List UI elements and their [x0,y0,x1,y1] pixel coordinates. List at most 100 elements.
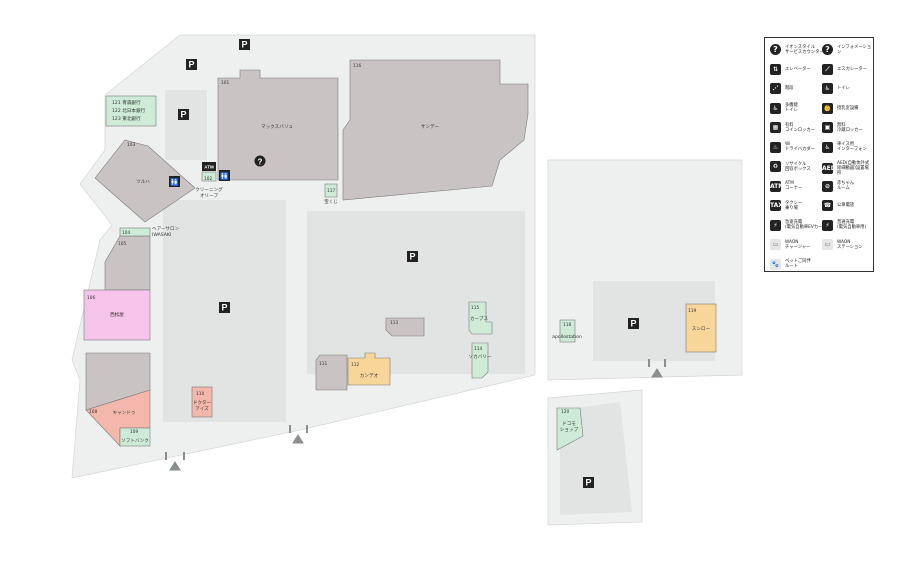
legend-item: ⚡普通充電 (電気自動車用) [822,219,866,231]
legend-item: ⚡急速充電 (電気自動車EVカー用) [770,219,829,231]
legend-icon: ♨ [770,141,781,153]
svg-text:P: P [630,319,636,329]
legend-icon: ⊘ [822,180,833,192]
store-name: カンデオ [360,372,379,379]
legend-icon: ♿ [770,102,781,114]
store-number: 108 [89,409,97,415]
store-119[interactable] [685,303,717,353]
legend-label: Wi ドライバカダー [785,142,815,152]
legend-label: リサイクル 回収ボックス [785,161,811,172]
store-115[interactable] [468,301,493,335]
bank-label: 123 東北銀行 [112,115,141,122]
svg-text:P: P [409,252,415,262]
store-number: 106 [87,295,95,301]
store-number: 101 [221,80,229,86]
legend-icon: ⟋ [822,63,833,75]
legend-item: ▦有料 コインロッカー [770,122,815,133]
store-102[interactable] [201,171,217,182]
bank-label: 122 北日本銀行 [112,107,146,114]
legend-item: ? イオンスタイル サービスカウンター [770,44,824,55]
store-116[interactable] [342,59,529,201]
store-114[interactable] [471,342,489,379]
legend-label: 無料 冷蔵ロッカー [837,122,863,133]
store-110[interactable] [191,386,213,418]
legend-label: ペットご同伴 ルート [785,259,811,269]
store-name: クリーニングオリーブ [195,186,223,199]
toilet-icon: 🚻 [219,170,230,181]
parking-icon: P [219,302,230,313]
store-111[interactable] [315,354,348,391]
store-106[interactable] [83,289,151,341]
legend-label: ATM コーナー [785,181,803,191]
svg-text:🚻: 🚻 [170,178,179,187]
store-name: ドクターアイズ [193,399,212,412]
toilet-icon: 🚻 [169,176,180,187]
store-name: 西松屋 [110,311,124,318]
legend-icon: ▦ [770,122,781,133]
legend-item: ⋰階段 [770,83,794,94]
store-118[interactable] [559,319,576,343]
entrance-markers [165,359,666,471]
bank-block[interactable] [105,95,157,127]
legend-label: イオンスタイル サービスカウンター [785,44,824,55]
atm-icon: ATM [202,162,216,171]
legend-label: エスカレーター [837,66,868,72]
store-120[interactable] [556,407,584,451]
legend-icon: ▭ [770,239,781,250]
legend-item: ♿ トイレ [822,83,850,94]
legend-label: エレベーター [785,66,811,72]
store-number: 120 [561,409,569,415]
store-number: 119 [688,308,696,314]
store-number: 110 [196,391,204,397]
legend-icon: ♿ [822,141,833,153]
store-number: 113 [390,320,398,326]
store-number: 112 [351,362,359,368]
legend-icon: 👶 [822,102,833,114]
store-number: 114 [474,346,482,352]
parking-icon: P [628,318,639,329]
store-number: 102 [204,176,212,182]
legend-item: ⊘ 赤ちゃん ルーム [822,180,855,192]
legend-icon: ? [822,44,833,55]
store-101[interactable] [217,69,339,181]
store-number: 109 [130,429,138,435]
svg-text:P: P [221,303,227,313]
legend-item: ▣無料 冷蔵ロッカー [822,122,863,133]
legend-item: ⇅ エレベーター [770,63,811,75]
store-109[interactable] [119,427,151,447]
legend-label: 赤ちゃん ルーム [837,181,855,191]
legend-label: トイレ [837,86,850,91]
legend-icon: AED [822,163,836,174]
svg-text:P: P [241,40,247,50]
legend-label: 急速充電 (電気自動車EVカー用) [785,220,829,230]
legend-icon: ♻ [770,161,781,172]
store-name: ドコモショップ [560,421,579,433]
legend-icon: ? [770,44,781,55]
store-name: マックスバリュ [261,124,293,130]
legend-label: タクシー 乗り場 [785,200,803,211]
store-112[interactable] [347,352,391,386]
store-103[interactable] [94,139,196,223]
legend-icon: ⇅ [770,63,781,75]
legend-item: 👶授乳室設備 [822,102,858,114]
legend-label: 車イス用 インターフォン [837,142,867,152]
legend-label: 階段 [785,86,794,91]
store-number: 117 [327,188,335,194]
legend-label: 公衆電話 [837,203,855,208]
legend-item: 🐾ペットご同伴 ルート [770,258,811,270]
svg-text:🚻: 🚻 [220,172,229,181]
parking-signs: P P P P P P P [178,39,639,488]
store-117[interactable] [324,183,338,198]
parking-icon: P [178,109,189,120]
parking-icon: P [583,477,594,488]
svg-text:P: P [180,110,186,120]
legend-icon: ▭ [822,239,833,250]
store-name: キャンドゥ [113,411,136,416]
store-113[interactable] [385,317,425,337]
legend-icon: ♿ [822,83,833,94]
store-104[interactable] [119,227,151,237]
store-name: ツルハ [136,180,150,185]
